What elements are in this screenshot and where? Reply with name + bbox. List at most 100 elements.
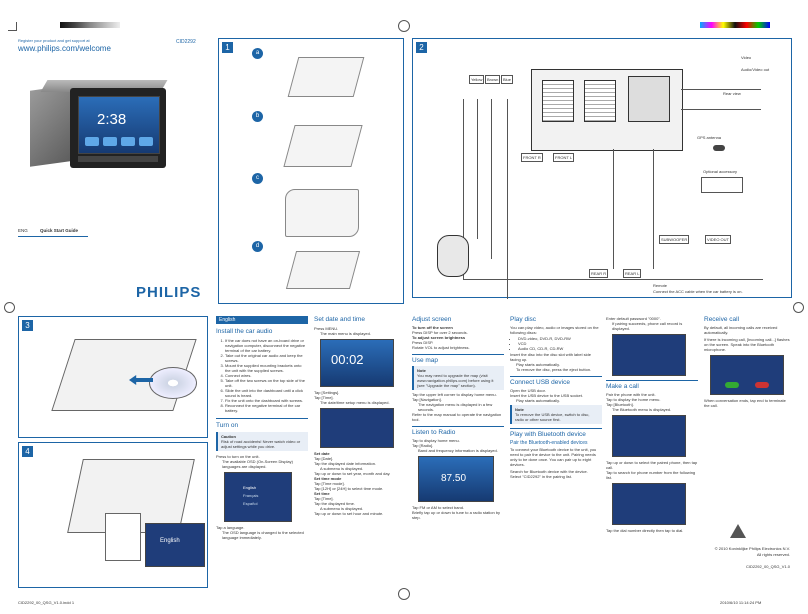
wire-4: [507, 99, 508, 299]
stereo-bottom-strip: [78, 156, 158, 162]
bt-menu-screen: [612, 415, 686, 457]
date-step: Tap up or down to set year, month and da…: [314, 471, 391, 476]
usb-step: Open the USB door.: [510, 388, 546, 393]
panel-2: 2 Yellow Brown Blue Video Audio/Video ou…: [412, 38, 792, 299]
channel-rear-r: REAR R: [589, 269, 609, 278]
stereo-clock: 2:38: [97, 111, 127, 128]
bt-pair-sub: If pairing succeeds, phone call record i…: [612, 321, 683, 331]
bt-title: Play with Bluetooth device: [510, 431, 586, 438]
mode-step: Tap [Time mode].: [314, 481, 345, 486]
disc-illustration: [149, 367, 197, 399]
set-time-heading: Set time: [314, 491, 330, 496]
bt-pair-title: Pair the Bluetooth-enabled devices: [510, 440, 588, 446]
radio-sub: Band and frequency information is displa…: [418, 448, 498, 453]
set-mode-heading: Set time mode: [314, 476, 342, 481]
map-step: Tap [Navigation].: [412, 397, 442, 402]
gps-antenna-icon: [713, 145, 725, 151]
column-receive: Receive call By default, all incoming ca…: [704, 316, 792, 408]
caution-text: Risk of road accidents! Never watch vide…: [221, 439, 301, 449]
english-header: English: [216, 316, 308, 324]
reject-call-icon[interactable]: [755, 382, 769, 388]
main-menu-clock: 00:02: [331, 352, 364, 367]
label-rear-view: Rear view: [723, 91, 741, 96]
website-url[interactable]: www.philips.com/welcome: [18, 44, 111, 53]
step-d-badge: d: [252, 241, 263, 252]
model-number: CID2292: [176, 39, 196, 45]
receive-step: When conversation ends, tap end to termi…: [704, 398, 786, 408]
date-sub: A submenu is displayed.: [320, 466, 364, 471]
call-step: Tap up or down to select the paired phon…: [606, 460, 698, 470]
call-title: Make a call: [606, 383, 639, 390]
usb-illustration: [105, 513, 141, 561]
time-step: Tap up or down to set hour and minute.: [314, 511, 384, 516]
call-step: Pair the phone with the unit.: [606, 392, 656, 397]
column-disc-usb-bt: Play disc You can play video, audio or i…: [510, 316, 602, 479]
channel-subwoofer: SUBWOOFER: [659, 235, 690, 244]
panel-4-number: 4: [22, 446, 33, 457]
label-video: Video: [741, 55, 752, 60]
screen-off-heading: To turn off the screen: [412, 325, 453, 330]
register-text: Register your product and get support at: [18, 38, 90, 43]
disc-title: Play disc: [510, 316, 537, 323]
column-datetime: Set date and time Press MENU. The main m…: [314, 316, 406, 516]
step-d-illustration: [285, 251, 361, 289]
screen-icon-row: [85, 137, 153, 146]
head-unit-back: [531, 69, 683, 151]
wire-1: [463, 99, 464, 279]
install-step: Fix the unit onto the dashboard with scr…: [225, 398, 308, 403]
channel-front-r: FRONT R: [521, 153, 543, 162]
bt-pair-step: Select "CID2292" in the pairing list.: [510, 474, 572, 479]
disc-format: DVD-video, DVD-R, DVD-RW: [518, 336, 602, 341]
channel-video-out: VIDEO OUT: [705, 235, 732, 244]
map-sub: The navigation menu is displayed in a fe…: [418, 402, 493, 412]
color-bar-top-right: [700, 22, 770, 28]
map-step: Tap the upper left corner to display hom…: [412, 392, 497, 397]
disc-format: VCD: [518, 341, 602, 346]
radio-screen: 87.50: [418, 456, 494, 502]
column-install: English Install the car audio If the car…: [216, 316, 308, 540]
step-a-badge: a: [252, 48, 263, 59]
copyright: © 2010 Koninklijke Philips Electronics N…: [714, 546, 790, 551]
usb-note-text: To remove the USB device, switch to disc…: [515, 412, 590, 422]
brightness-step: Press DISP.: [412, 340, 434, 345]
radio-step: Tap FM or AM to select band.: [412, 505, 465, 510]
bt-pair-step: Enter default password "0000".: [606, 316, 661, 321]
usb-title: Connect USB device: [510, 379, 570, 386]
radio-title: Listen to Radio: [412, 429, 456, 436]
wire-9: [681, 109, 761, 110]
date-setup-screen: [320, 408, 394, 448]
radio-step: Tap [Radio].: [412, 443, 434, 448]
datetime-menu-sub: The main menu is displayed.: [320, 331, 371, 336]
brightness-heading: To adjust screen brightness: [412, 335, 466, 340]
install-title: Install the car audio: [216, 328, 273, 335]
crop-mark-top-left: [8, 22, 17, 31]
screen-title: Adjust screen: [412, 316, 452, 323]
print-file-name: CID2292_00_QSG_V1.0.indd 1: [18, 600, 75, 605]
registration-mark-top: [398, 20, 410, 32]
registration-mark-left: [4, 302, 15, 313]
lang-option[interactable]: Français: [243, 493, 259, 498]
panel-3: 3: [18, 316, 208, 438]
car-illustration: [437, 235, 469, 277]
stereo-screen: 2:38: [78, 96, 160, 154]
panel-2-number: 2: [416, 42, 427, 53]
turnon-step1: Press to turn on the unit.: [216, 454, 260, 459]
map-note: Note You may need to upgrade the map (vi…: [412, 366, 504, 390]
registration-mark-right: [793, 302, 804, 313]
guide-title: Quick Start Guide: [40, 228, 79, 233]
receive-intro: By default, all incoming calls are recei…: [704, 325, 778, 335]
date-step: Tap [Date].: [314, 456, 334, 461]
wire-8: [681, 89, 761, 90]
language-screen: English: [145, 523, 205, 567]
step-c-illustration: [285, 189, 359, 237]
stereo-chassis: [30, 85, 70, 167]
mode-step: Tap [12H] or [24H] to select time mode.: [314, 486, 384, 491]
lang-option[interactable]: Español: [243, 501, 258, 506]
disc-format: Audio CD, CD-R, CD-RW: [518, 346, 602, 351]
brightness-step: Rotate VOL to adjust brightness.: [412, 345, 470, 350]
call-step: Tap to display the home menu.: [606, 397, 661, 402]
lang-option[interactable]: English: [243, 485, 257, 490]
accept-call-icon[interactable]: [725, 382, 739, 388]
label-av-out: Audio/Video out: [741, 67, 770, 72]
philips-logo: PHILIPS: [136, 284, 202, 301]
